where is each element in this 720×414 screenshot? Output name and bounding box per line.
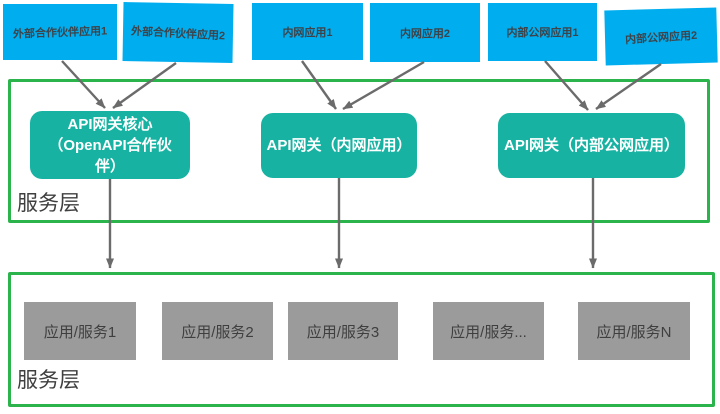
service-layer-label: 服务层	[17, 369, 80, 392]
service-label: 应用/服务2	[181, 323, 254, 341]
gateway-label-line: 伴）	[94, 157, 125, 175]
client-app-box-partner-2: 外部合作伙伴应用2	[122, 2, 234, 63]
service-label: 应用/服务1	[43, 323, 117, 341]
gateway-label-line: （OpenAPI合作伙	[48, 136, 172, 154]
service-box-n: 应用/服务N	[578, 302, 690, 360]
client-app-label: 内网应用1	[282, 26, 333, 39]
service-label: 应用/服务3	[306, 323, 380, 341]
client-app-box-intranet-2: 内网应用2	[370, 3, 480, 62]
client-app-label: 外部合作伙伴应用1	[12, 25, 108, 41]
client-app-label: 内网应用2	[399, 27, 451, 40]
service-label: 应用/服务N	[596, 323, 672, 341]
client-app-label: 内部公网应用1	[506, 27, 579, 39]
client-app-box-partner-1: 外部合作伙伴应用1	[3, 4, 117, 60]
gateway-box-intranet: API网关（内网应用）	[261, 113, 417, 178]
client-app-label: 内部公网应用2	[624, 29, 698, 46]
gateway-label-line: API网关（内部公网应用）	[503, 137, 679, 154]
service-box-2: 应用/服务2	[162, 302, 273, 360]
service-box-3: 应用/服务3	[288, 302, 398, 360]
client-app-box-public-1: 内部公网应用1	[488, 3, 597, 61]
gateway-box-openapi-core: API网关核心 （OpenAPI合作伙 伴）	[30, 111, 190, 179]
service-box-1: 应用/服务1	[24, 302, 136, 360]
service-label: 应用/服务...	[450, 323, 527, 341]
gateway-layer-label: 服务层	[17, 192, 80, 215]
client-app-label: 外部合作伙伴应用2	[130, 25, 226, 42]
client-app-box-intranet-1: 内网应用1	[252, 3, 363, 60]
gateway-label-line: API网关（内网应用）	[266, 137, 412, 154]
gateway-label-line: API网关核心	[67, 115, 153, 133]
client-app-box-public-2: 内部公网应用2	[604, 7, 718, 66]
service-box-ellipsis: 应用/服务...	[433, 302, 544, 360]
gateway-box-internal-public: API网关（内部公网应用）	[498, 113, 685, 178]
service-layer-box: 服务层	[8, 272, 715, 407]
